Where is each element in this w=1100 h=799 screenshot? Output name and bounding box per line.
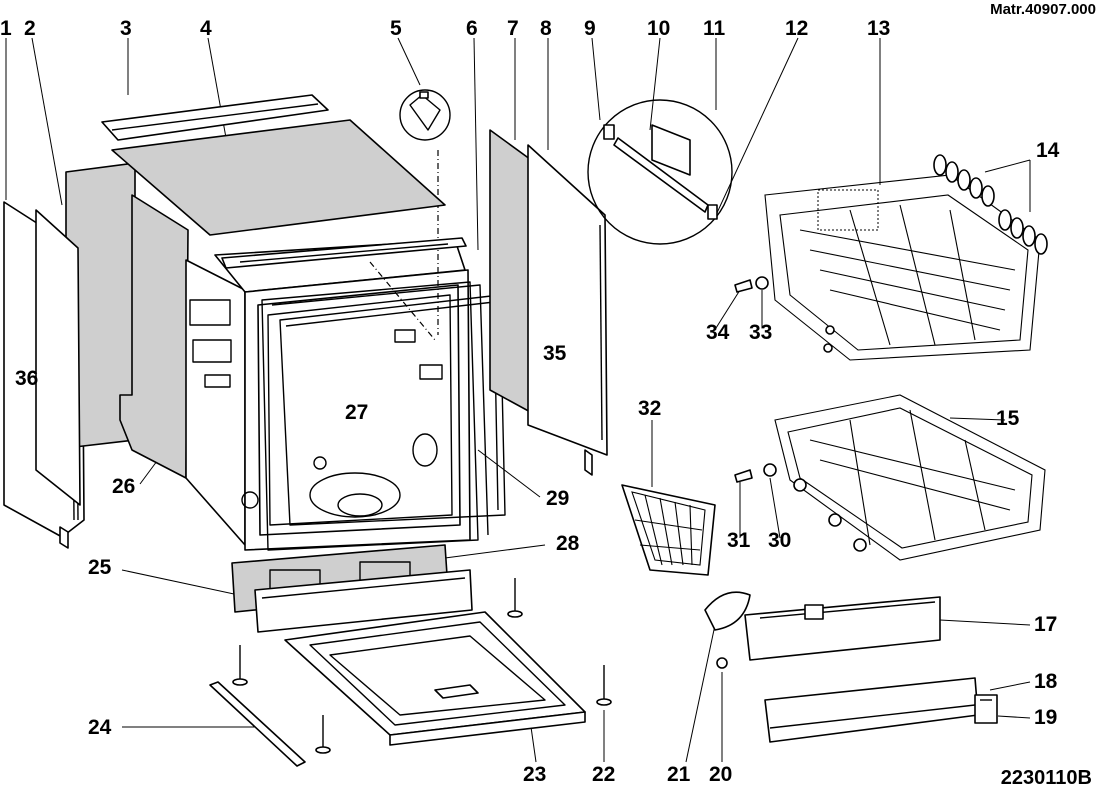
part-27-top-rail: [221, 237, 467, 269]
callout-4: 4: [200, 17, 212, 40]
part-22-adjustable-feet: [232, 578, 612, 754]
drawing-code: 2230110B: [1000, 767, 1092, 789]
part-24-bar: [209, 681, 306, 767]
callout-18: 18: [1034, 670, 1058, 693]
callout-25: 25: [88, 556, 112, 579]
part-18-bar: [764, 677, 979, 743]
part-32-cutlery-basket: [621, 484, 716, 576]
callout-23: 23: [523, 763, 547, 786]
part-36-side-panel: [35, 209, 81, 506]
part-3-top-bracket: [101, 94, 329, 141]
callout-17: 17: [1034, 613, 1058, 636]
callout-15: 15: [996, 407, 1020, 430]
callout-26: 26: [112, 475, 136, 498]
callout-30: 30: [768, 529, 792, 552]
callout-7: 7: [507, 17, 519, 40]
callout-13: 13: [867, 17, 891, 40]
callout-34: 34: [706, 321, 730, 344]
part-8-side-panel: [527, 144, 608, 476]
part-23-base: [284, 611, 586, 746]
part-4-top-cover: [111, 119, 446, 236]
part-6-door-seal: [261, 281, 489, 551]
callout-24: 24: [88, 716, 112, 739]
callout-31: 31: [727, 529, 751, 552]
callout-29: 29: [546, 487, 570, 510]
callout-14: 14: [1036, 139, 1060, 162]
part-19-switch: [974, 694, 998, 724]
part-17-kick-panel: [744, 596, 941, 661]
callout-12: 12: [785, 17, 809, 40]
callout-6: 6: [466, 17, 478, 40]
part-30-31-wheel-axle: [734, 463, 777, 483]
callout-35: 35: [543, 342, 567, 365]
part-13-upper-basket: [764, 174, 1041, 361]
part-15-lower-basket: [774, 394, 1046, 561]
callout-33: 33: [749, 321, 773, 344]
callout-19: 19: [1034, 706, 1058, 729]
callout-21: 21: [667, 763, 691, 786]
callout-10: 10: [647, 17, 671, 40]
callout-22: 22: [592, 763, 616, 786]
part-5-detail: [399, 89, 451, 141]
callout-32: 32: [638, 397, 662, 420]
callout-9: 9: [584, 17, 596, 40]
callout-36: 36: [15, 367, 39, 390]
callout-28: 28: [556, 532, 580, 555]
part-10-hinge-detail: [587, 99, 733, 245]
part-25-bracket: [254, 569, 473, 633]
callout-8: 8: [540, 17, 552, 40]
callout-2: 2: [24, 17, 36, 40]
callout-5: 5: [390, 17, 402, 40]
callout-27: 27: [345, 401, 369, 424]
callout-1: 1: [0, 17, 12, 40]
callout-11: 11: [703, 17, 726, 40]
material-code: Matr.40907.000: [990, 1, 1096, 18]
callout-20: 20: [709, 763, 733, 786]
tub-body: [185, 150, 471, 551]
part-33-34-wheel-axle: [734, 276, 769, 293]
callout-3: 3: [120, 17, 132, 40]
part-21-cover: [704, 591, 751, 669]
part-14-fold-holders: [933, 154, 1048, 255]
